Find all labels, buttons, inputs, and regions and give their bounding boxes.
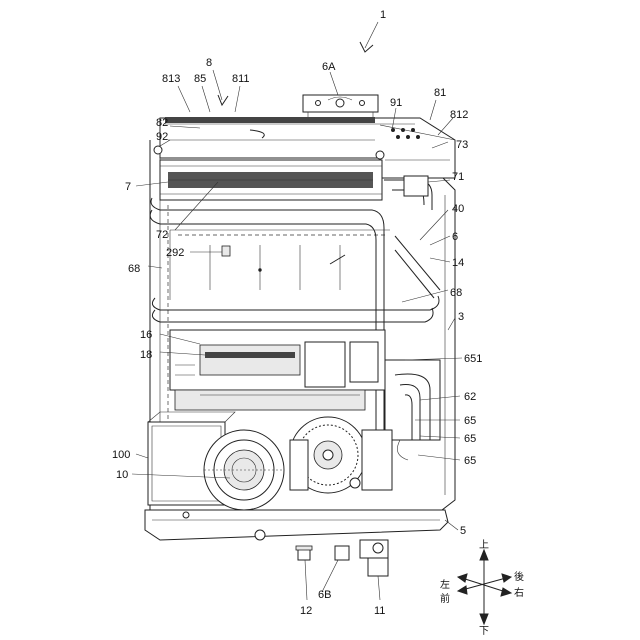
label-6B: 6B: [318, 589, 331, 601]
compass-left: 左: [440, 578, 450, 591]
label-16: 16: [140, 329, 152, 341]
heat-exchanger: [160, 160, 382, 200]
label-81: 81: [434, 87, 446, 99]
gas-valve-block: [385, 360, 440, 460]
burner-manifold: [170, 330, 385, 410]
fan-motor: [204, 430, 284, 510]
label-812: 812: [450, 109, 468, 121]
label-7: 7: [125, 181, 131, 193]
compass-up: 上: [479, 539, 489, 551]
label-651: 651: [464, 353, 482, 365]
compass-down: 下: [479, 626, 489, 637]
label-40: 40: [452, 203, 464, 215]
label-65-b: 65: [464, 433, 476, 445]
label-10: 10: [116, 469, 128, 481]
compass-back: 後: [514, 570, 524, 583]
label-18: 18: [140, 349, 152, 361]
label-3: 3: [458, 311, 464, 323]
label-73: 73: [456, 139, 468, 151]
label-65-a: 65: [464, 415, 476, 427]
label-65-c: 65: [464, 455, 476, 467]
label-91: 91: [390, 97, 402, 109]
label-6: 6: [452, 231, 458, 243]
orientation-compass: 上 下 左 前 後 右: [440, 539, 524, 637]
label-100: 100: [112, 449, 130, 461]
hood-louver: [165, 117, 375, 123]
label-62: 62: [464, 391, 476, 403]
label-11: 11: [374, 605, 385, 617]
label-292: 292: [166, 247, 184, 259]
label-8: 8: [206, 57, 212, 69]
label-811: 811: [232, 73, 250, 85]
gear-assembly: [290, 417, 392, 493]
label-813: 813: [162, 73, 180, 85]
label-5: 5: [460, 525, 466, 537]
label-12: 12: [300, 605, 312, 617]
label-68-right: 68: [450, 287, 462, 299]
combustion-chamber: [170, 230, 390, 300]
compass-front: 前: [440, 592, 450, 605]
label-71: 71: [452, 171, 464, 183]
label-72: 72: [156, 229, 168, 241]
compass-right: 右: [514, 586, 524, 599]
label-1: 1: [380, 9, 386, 21]
label-14: 14: [452, 257, 464, 269]
label-6A: 6A: [322, 61, 336, 73]
bottom-connectors: [296, 540, 388, 576]
label-68-left: 68: [128, 263, 140, 275]
label-85: 85: [194, 73, 206, 85]
label-82: 82: [156, 117, 168, 129]
label-92: 92: [156, 131, 168, 143]
top-mounting-bracket: [303, 95, 378, 118]
bottom-case: [145, 510, 448, 540]
